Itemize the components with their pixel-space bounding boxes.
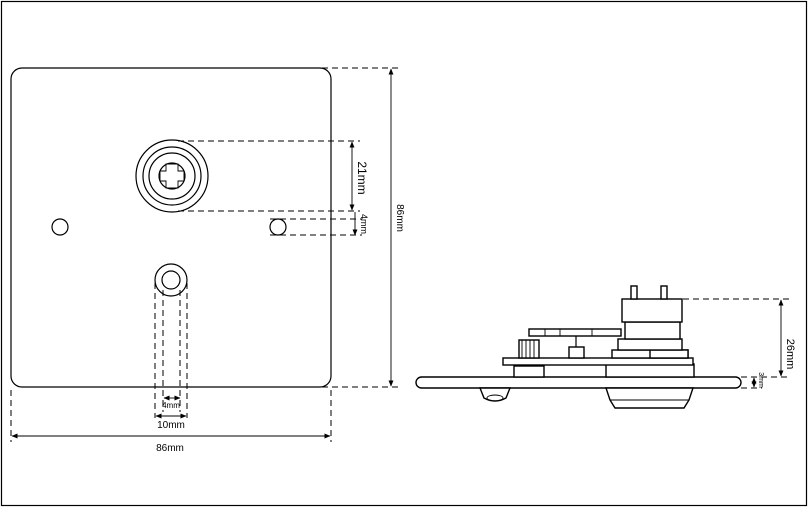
dim-label-keyswitch: 21mm [355, 161, 369, 194]
mounting-hole-left [51, 218, 69, 236]
side-switch-body [617, 338, 683, 351]
side-base-block [605, 363, 695, 378]
side-view: 26mm 3mm [415, 285, 796, 409]
mounting-hole-right [269, 218, 287, 236]
key-slot-icon [159, 163, 185, 189]
dim-label-width: 86mm [156, 443, 184, 454]
indicator-hole [154, 263, 188, 297]
dim-label-height: 86mm [394, 204, 405, 232]
dim-label-slot-4: 4mm [162, 401, 180, 410]
side-upper-board [528, 328, 622, 337]
face-plate [10, 67, 332, 388]
side-terminal-left [630, 285, 638, 300]
dim-label-plate: 3mm [757, 372, 764, 388]
side-lens-left [478, 387, 512, 402]
dim-label-slot-10: 10mm [157, 420, 185, 431]
front-view: 4mm 10mm 86mm 86mm 21mm 4mm [10, 67, 405, 454]
side-pcb [502, 357, 694, 366]
key-switch [135, 139, 209, 213]
side-plate [415, 376, 742, 389]
side-bezel [605, 387, 694, 409]
dim-label-profile: 26mm [784, 339, 796, 370]
dim-label-offset: 4mm [359, 214, 369, 234]
side-terminal-right [660, 285, 668, 300]
